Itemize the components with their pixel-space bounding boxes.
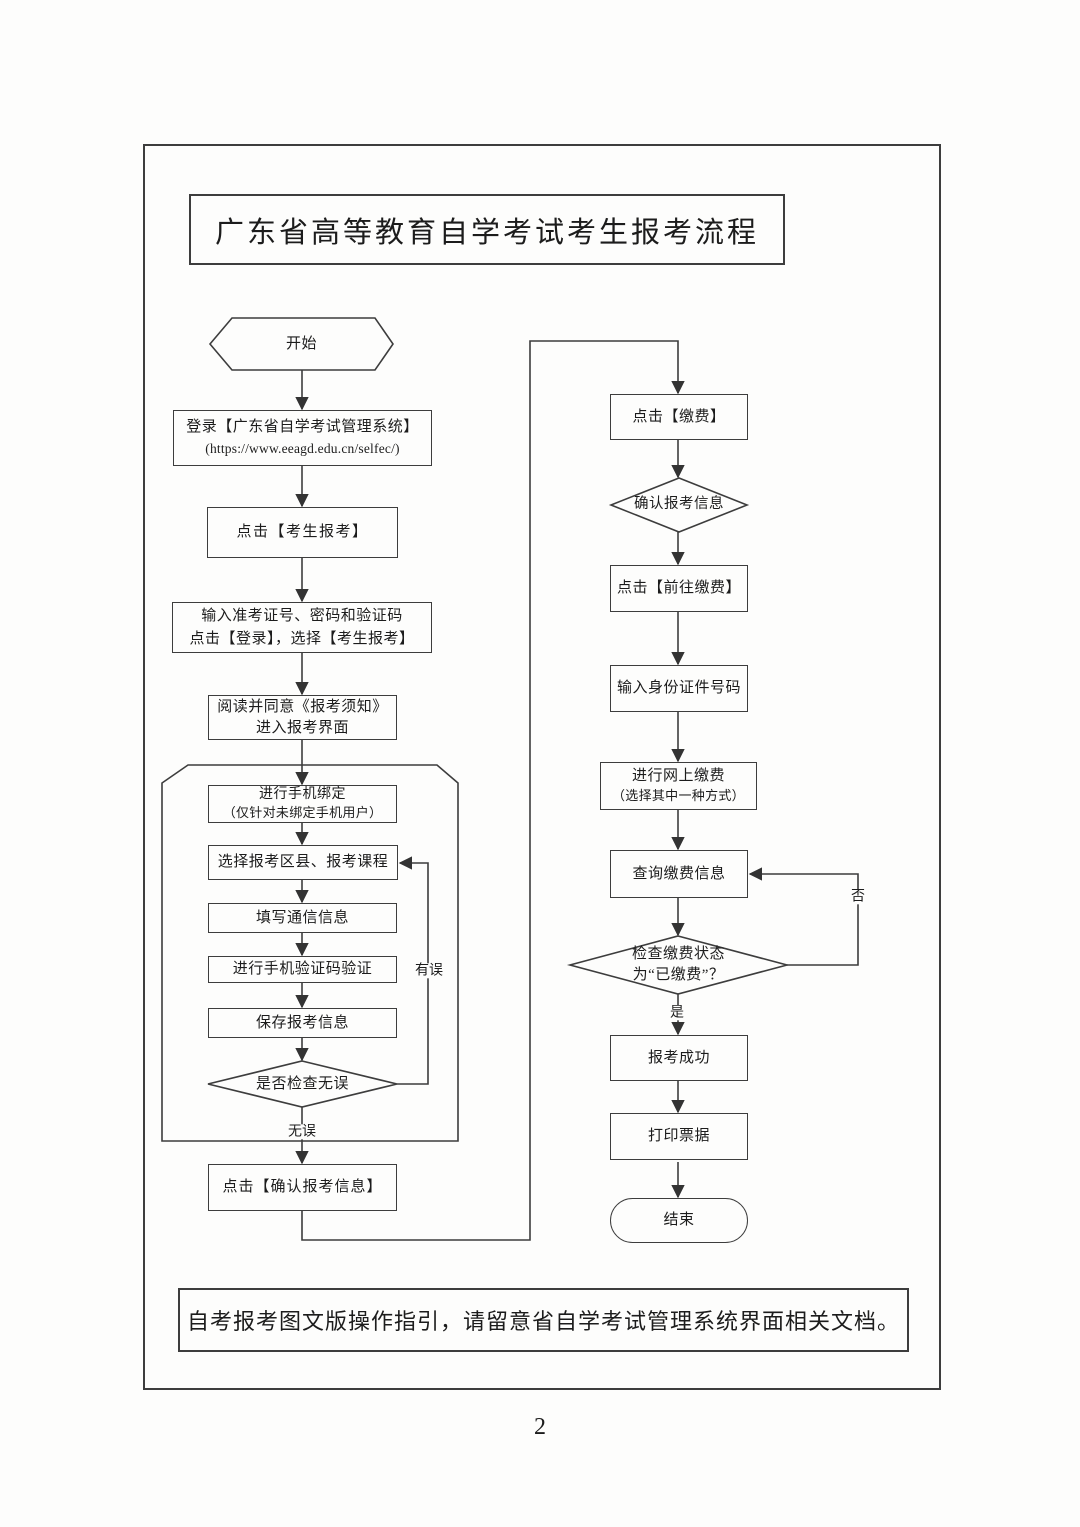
node-online-payment-line1: 进行网上缴费 xyxy=(631,767,725,784)
node-login-line1: 登录【广东省自学考试管理系统】 xyxy=(186,418,419,435)
node-save-registration-label: 保存报考信息 xyxy=(255,1014,349,1031)
node-save-registration: 保存报考信息 xyxy=(208,1008,397,1038)
node-click-pay: 点击【缴费】 xyxy=(610,394,748,440)
node-input-credentials-line2: 点击【登录】，选择【考生报考】 xyxy=(189,630,415,647)
node-input-credentials-line1: 输入准考证号、密码和验证码 xyxy=(201,608,403,624)
flowchart-title: 广东省高等教育自学考试考生报考流程 xyxy=(214,216,759,249)
node-confirm-registration: 点击【确认报考信息】 xyxy=(208,1164,397,1211)
node-end-label: 结束 xyxy=(663,1212,695,1229)
decision-payment-status-line1: 检查缴费状态 xyxy=(631,946,725,962)
node-print-receipt-label: 打印票据 xyxy=(647,1128,710,1145)
decision-confirm-info-label: 确认报考信息 xyxy=(634,496,724,513)
node-read-notice-line1: 阅读并同意《报考须知》 xyxy=(217,698,388,715)
node-select-district-course-label: 选择报考区县、报考课程 xyxy=(217,854,389,871)
edge-label-has-error: 有误 xyxy=(412,963,446,979)
node-select-district-course: 选择报考区县、报考课程 xyxy=(208,845,398,880)
edge-label-no: 否 xyxy=(848,889,868,905)
node-click-pay-label: 点击【缴费】 xyxy=(632,408,726,425)
node-input-id-number-label: 输入身份证件号码 xyxy=(616,680,741,697)
node-online-payment-line2: （选择其中一种方式） xyxy=(611,788,745,804)
node-login-system: 登录【广东省自学考试管理系统】 (https://www.eeagd.edu.c… xyxy=(173,410,432,466)
node-phone-code-verify: 进行手机验证码验证 xyxy=(208,956,397,983)
node-end: 结束 xyxy=(610,1198,748,1243)
decision-confirm-info: 确认报考信息 xyxy=(611,478,747,532)
node-input-id-number: 输入身份证件号码 xyxy=(610,665,748,712)
phone-binding-group-outline xyxy=(161,764,459,1142)
flowchart-page-border xyxy=(143,144,941,1390)
node-phone-code-verify-label: 进行手机验证码验证 xyxy=(232,961,373,978)
node-phone-binding-line1: 进行手机绑定 xyxy=(259,787,346,803)
node-query-payment: 查询缴费信息 xyxy=(610,850,748,898)
node-start: 开始 xyxy=(210,318,393,370)
node-fill-contact-info-label: 填写通信信息 xyxy=(255,909,349,926)
node-register-success-label: 报考成功 xyxy=(647,1049,710,1066)
page-number: 2 xyxy=(534,1414,546,1440)
node-input-credentials: 输入准考证号、密码和验证码 点击【登录】，选择【考生报考】 xyxy=(172,602,432,653)
node-click-candidate-register-label: 点击【考生报考】 xyxy=(236,524,369,541)
node-confirm-registration-label: 点击【确认报考信息】 xyxy=(222,1179,383,1196)
decision-check-correct-label: 是否检查无误 xyxy=(255,1075,349,1092)
footer-note: 自考报考图文版操作指引，请留意省自学考试管理系统界面相关文档。 xyxy=(186,1309,900,1334)
node-read-notice-line2: 进入报考界面 xyxy=(255,719,349,736)
node-print-receipt: 打印票据 xyxy=(610,1113,748,1160)
node-phone-binding: 进行手机绑定 （仅针对未绑定手机用户） xyxy=(208,785,397,823)
footer-note-box: 自考报考图文版操作指引，请留意省自学考试管理系统界面相关文档。 xyxy=(178,1288,909,1352)
node-phone-binding-line2: （仅针对未绑定手机用户） xyxy=(222,804,383,820)
node-online-payment: 进行网上缴费 （选择其中一种方式） xyxy=(600,762,757,810)
flowchart-title-box: 广东省高等教育自学考试考生报考流程 xyxy=(189,194,785,265)
node-start-label: 开始 xyxy=(285,335,317,352)
node-click-candidate-register: 点击【考生报考】 xyxy=(207,507,398,558)
edge-label-yes: 是 xyxy=(667,1005,687,1021)
node-read-notice: 阅读并同意《报考须知》 进入报考界面 xyxy=(208,695,397,740)
node-query-payment-label: 查询缴费信息 xyxy=(632,865,726,882)
node-go-pay: 点击【前往缴费】 xyxy=(610,565,748,612)
decision-payment-status: 检查缴费状态 为“已缴费”？ xyxy=(570,936,787,994)
node-fill-contact-info: 填写通信信息 xyxy=(208,903,397,933)
start-hexagon-shape xyxy=(208,317,394,371)
node-go-pay-label: 点击【前往缴费】 xyxy=(616,580,741,597)
decision-check-correct: 是否检查无误 xyxy=(208,1061,397,1107)
edge-label-no-error: 无误 xyxy=(285,1124,319,1140)
node-login-url: (https://www.eeagd.edu.cn/selfec/) xyxy=(205,441,400,457)
decision-payment-status-line2: 为“已缴费”？ xyxy=(632,967,725,983)
decision-confirm-info-shape xyxy=(608,477,750,533)
node-register-success: 报考成功 xyxy=(610,1035,748,1081)
